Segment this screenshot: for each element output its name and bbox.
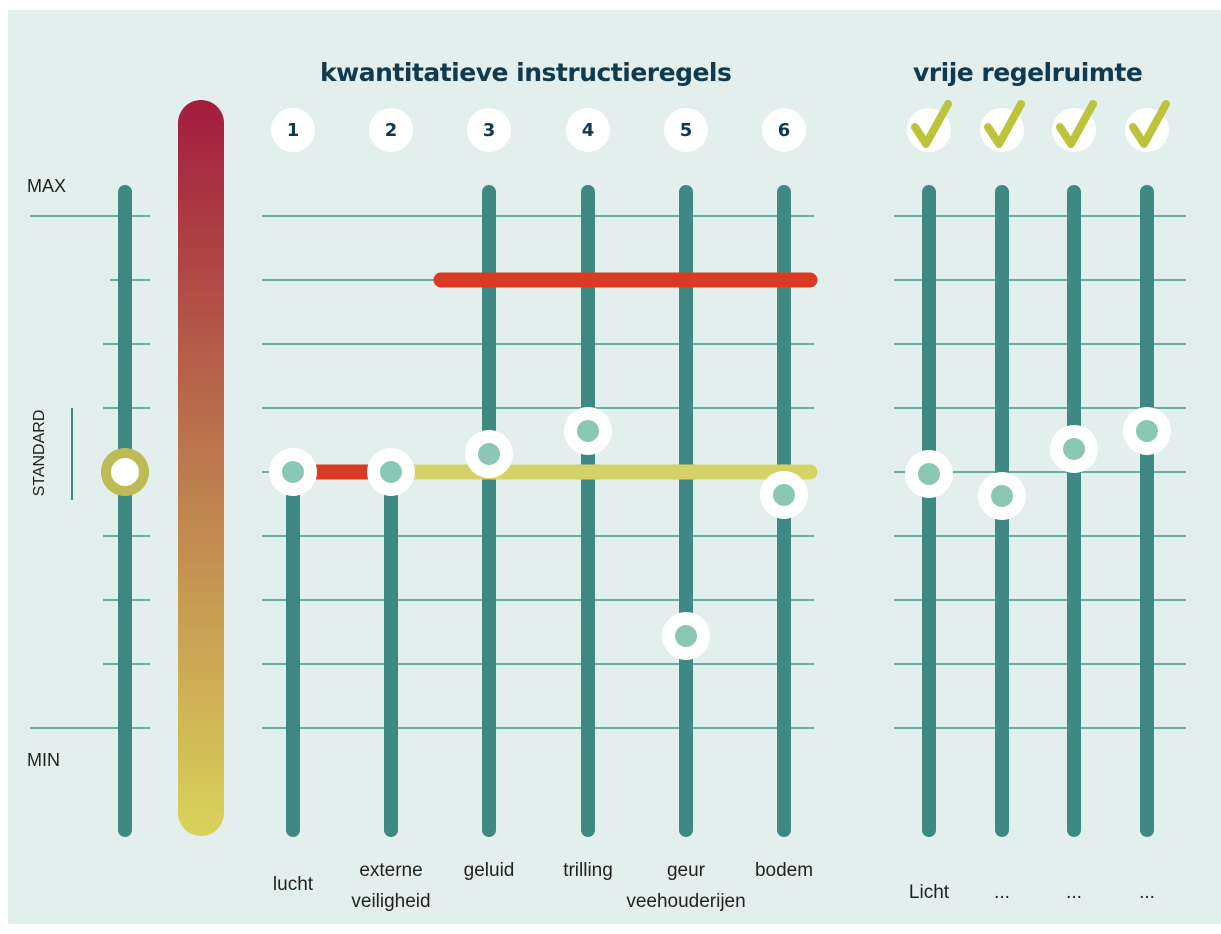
rule-label-line: veiligheid	[351, 891, 431, 912]
rule-label-lucht: lucht	[223, 858, 363, 897]
rule-number-6: 6	[762, 108, 806, 152]
rule-label-line: geluid	[463, 860, 515, 881]
marker-licht-dot	[918, 463, 940, 485]
scale-label-max: MAX	[27, 176, 67, 196]
free-label-licht: Licht	[908, 882, 950, 903]
gradient-bar	[178, 100, 224, 836]
diagram-canvas	[30, 100, 1186, 837]
rule-label-geur-veehouderijen: geur veehouderijen	[616, 858, 756, 914]
marker-free-3-dot	[1063, 438, 1085, 460]
rule-label-geluid: geluid	[419, 858, 559, 883]
marker-trilling-dot	[577, 420, 599, 442]
rule-label-externe-veiligheid: externe veiligheid	[321, 858, 461, 914]
free-label-4: ...	[1139, 882, 1155, 903]
marker-free-2-dot	[991, 485, 1013, 507]
rule-label-line: veehouderijen	[626, 891, 746, 912]
heading-quantitative: kwantitatieve instructieregels	[320, 58, 732, 87]
rule-number-4: 4	[566, 108, 610, 152]
rule-number-5: 5	[664, 108, 708, 152]
check-icon	[1056, 100, 1097, 148]
check-icon	[1129, 100, 1170, 148]
rule-label-bodem: bodem	[714, 858, 854, 883]
marker-bodem-dot	[773, 484, 795, 506]
rule-number-2: 2	[369, 108, 413, 152]
marker-lucht-dot	[282, 461, 304, 483]
scale-label-standard: STANDARD	[31, 409, 48, 497]
rule-number-3: 3	[467, 108, 511, 152]
rule-number-1: 1	[271, 108, 315, 152]
free-label-3: ...	[1066, 882, 1082, 903]
check-icon	[984, 100, 1025, 148]
rule-tracks	[286, 185, 791, 837]
diagram-panel: kwantitatieve instructieregels vrije reg…	[8, 10, 1221, 924]
marker-externe-veiligheid-dot	[380, 461, 402, 483]
rule-label-line: bodem	[754, 860, 814, 881]
scale-label-min: MIN	[27, 750, 60, 770]
rule-label-trilling: trilling	[518, 858, 658, 883]
quantitative-grid	[262, 215, 814, 729]
free-label-2: ...	[994, 882, 1010, 903]
markers	[269, 407, 1171, 660]
rule-label-line: geur	[666, 860, 706, 881]
rule-label-line: trilling	[563, 860, 613, 881]
free-space-tracks	[922, 185, 1154, 837]
rule-label-line: externe	[359, 860, 423, 881]
marker-geluid-dot	[478, 443, 500, 465]
marker-geur-dot	[675, 625, 697, 647]
scale-group	[30, 100, 224, 837]
rule-label-line: lucht	[272, 874, 314, 895]
marker-free-4-dot	[1136, 420, 1158, 442]
standard-marker	[101, 448, 149, 496]
heading-free-space: vrije regelruimte	[913, 58, 1143, 87]
check-icon	[911, 100, 952, 148]
free-space-checks	[907, 100, 1170, 152]
